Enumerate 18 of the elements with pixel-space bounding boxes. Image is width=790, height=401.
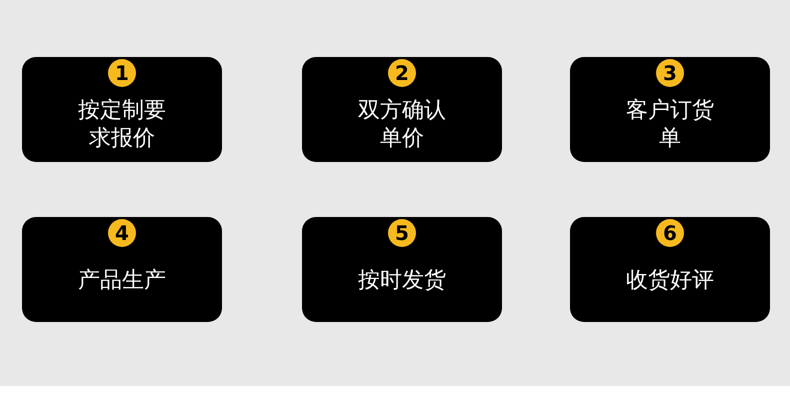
step-card: [570, 217, 770, 322]
step-number: 2: [388, 59, 416, 87]
step-card: [570, 57, 770, 162]
step-number: 4: [108, 219, 136, 247]
step-label: 产品生产: [77, 267, 167, 295]
step-label: 收货好评: [625, 267, 715, 295]
step-card: [22, 57, 222, 162]
step-label: 客户订货单: [625, 97, 715, 153]
step-number: 3: [656, 59, 684, 87]
step-label: 双方确认单价: [357, 97, 447, 153]
step-card: [302, 217, 502, 322]
step-number: 1: [108, 59, 136, 87]
step-card: [302, 57, 502, 162]
step-label: 按定制要求报价: [77, 97, 167, 153]
step-card: [22, 217, 222, 322]
step-label: 按时发货: [357, 267, 447, 295]
step-number: 6: [656, 219, 684, 247]
step-number: 5: [388, 219, 416, 247]
